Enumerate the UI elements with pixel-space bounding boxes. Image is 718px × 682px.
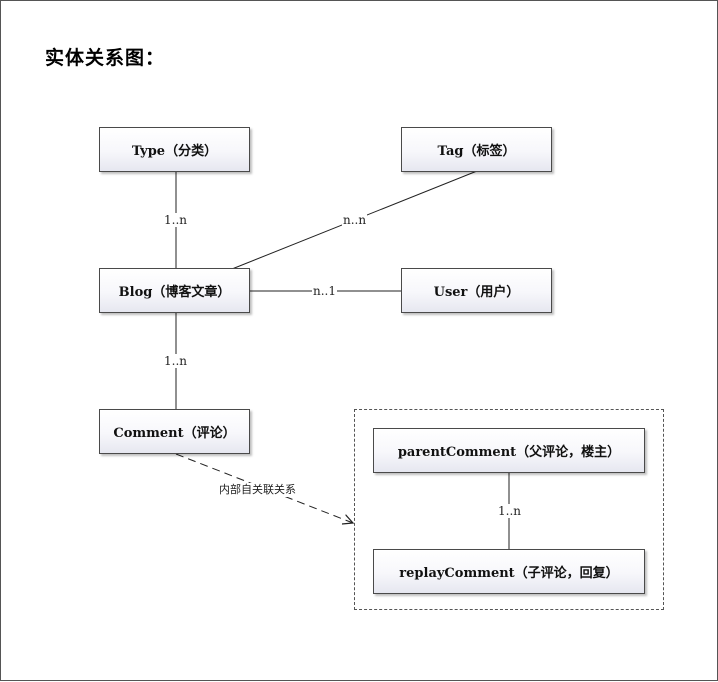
entity-replay-comment: replayComment（子评论，回复） <box>373 549 645 594</box>
entity-blog: Blog（博客文章） <box>99 268 250 313</box>
label-comment-self-relation: 内部自关联关系 <box>218 483 297 497</box>
label-blog-comment-cardinality: 1..n <box>163 354 188 368</box>
entity-parent-comment: parentComment（父评论，楼主） <box>373 428 645 473</box>
diagram-title: 实体关系图： <box>45 47 166 69</box>
label-parent-replay-cardinality: 1..n <box>497 504 522 518</box>
label-tag-blog-cardinality: n..n <box>342 213 368 227</box>
self-relation-group <box>354 409 664 610</box>
entity-tag: Tag（标签） <box>401 127 552 172</box>
entity-comment: Comment（评论） <box>99 409 250 454</box>
label-type-blog-cardinality: 1..n <box>163 213 188 227</box>
entity-type: Type（分类） <box>99 127 250 172</box>
entity-user: User（用户） <box>401 268 552 313</box>
label-blog-user-cardinality: n..1 <box>312 284 337 298</box>
